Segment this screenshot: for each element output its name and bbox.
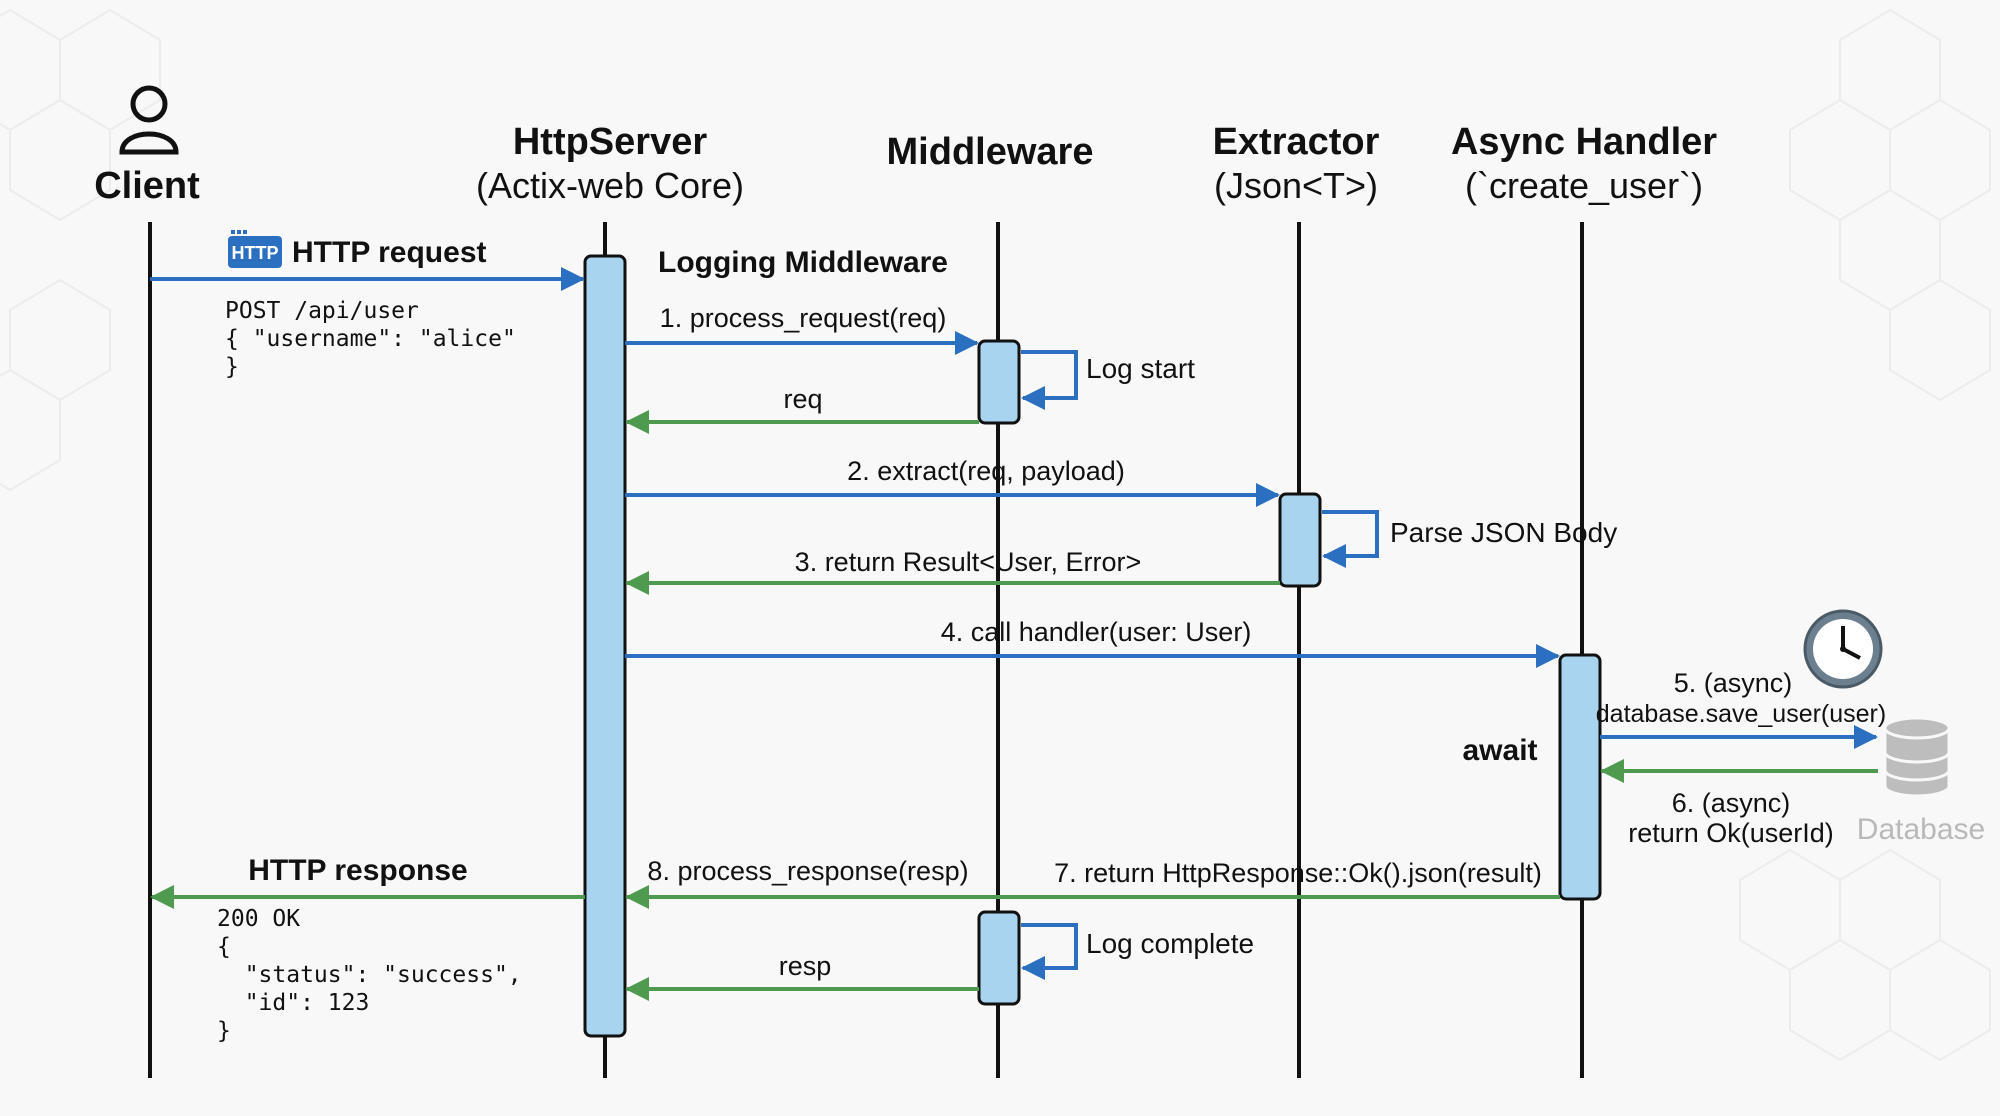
response-body-line-1: 200 OK	[217, 906, 300, 932]
response-body-line-2: {	[217, 934, 231, 960]
activation-extractor	[1278, 492, 1322, 588]
response-body-line-5: }	[217, 1018, 231, 1044]
await-label: await	[1462, 734, 1537, 767]
log-start-label: Log start	[1086, 353, 1195, 384]
self-arrow-log-complete	[1021, 923, 1078, 980]
clock-icon	[1803, 609, 1883, 689]
message-5-label-line-2: database.save_user(user)	[1596, 700, 1886, 728]
participant-handler-title: Async Handler	[1451, 121, 1717, 163]
request-body-line-2: { "username": "alice"	[225, 326, 516, 352]
request-body-line-3: }	[225, 354, 239, 380]
http-request-label: HTTP request	[292, 236, 487, 269]
log-complete-label: Log complete	[1086, 928, 1254, 959]
database-label: Database	[1857, 813, 1985, 846]
message-4-label: 4. call handler(user: User)	[941, 617, 1252, 647]
message-2-label: 2. extract(req, payload)	[847, 456, 1125, 486]
activation-middleware-request	[977, 339, 1021, 425]
message-7-label: 7. return HttpResponse::Ok().json(result…	[1054, 858, 1542, 888]
request-body-line-1: POST /api/user	[225, 298, 419, 324]
participant-extractor-subtitle: (Json<T>)	[1214, 165, 1378, 206]
participant-client-title: Client	[94, 165, 200, 207]
message-5-label-line-1: 5. (async)	[1674, 668, 1793, 698]
participant-server-title: HttpServer	[513, 121, 707, 163]
self-arrow-log-start	[1021, 350, 1078, 410]
http-badge-icon: HTTP	[228, 230, 282, 268]
activation-middleware-response	[977, 910, 1021, 1006]
req-return-label: req	[783, 384, 822, 414]
response-body-line-4: "id": 123	[217, 990, 369, 1016]
participant-extractor-title: Extractor	[1213, 121, 1380, 163]
message-6-label-line-2: return Ok(userId)	[1628, 818, 1834, 848]
message-3-label: 3. return Result<User, Error>	[795, 547, 1142, 577]
client-icon	[119, 85, 179, 155]
participant-server-subtitle: (Actix-web Core)	[476, 165, 744, 206]
http-response-label: HTTP response	[248, 854, 468, 887]
activation-server	[583, 254, 627, 1038]
http-badge-text: HTTP	[232, 243, 279, 263]
background-hex-pattern	[0, 8, 1991, 1062]
response-body-line-3: "status": "success",	[217, 962, 522, 988]
message-6-label-line-1: 6. (async)	[1672, 788, 1791, 818]
logging-middleware-label: Logging Middleware	[658, 246, 948, 279]
message-1-label: 1. process_request(req)	[660, 303, 947, 333]
resp-return-label: resp	[779, 951, 832, 981]
activation-handler	[1558, 653, 1602, 901]
message-8-label: 8. process_response(resp)	[647, 856, 968, 886]
participant-middleware-title: Middleware	[887, 131, 1094, 173]
parse-json-label: Parse JSON Body	[1390, 517, 1617, 548]
self-arrow-parse	[1322, 510, 1379, 568]
database-icon	[1883, 716, 1951, 798]
participant-handler-subtitle: (`create_user`)	[1465, 165, 1703, 206]
